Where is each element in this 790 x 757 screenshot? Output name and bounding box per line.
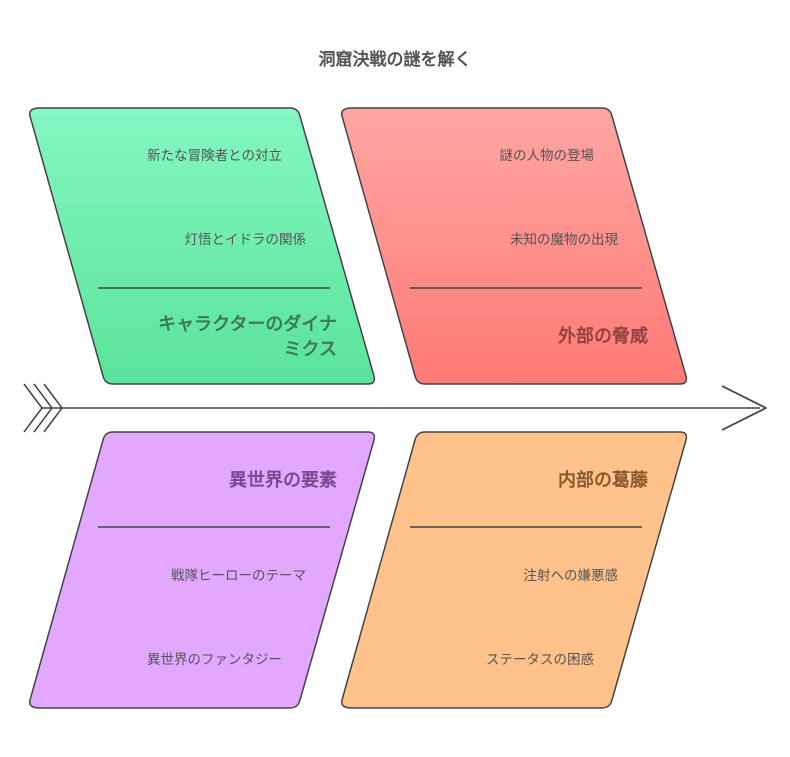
- category-internal-title-line-0: 内部の葛藤: [558, 469, 649, 491]
- category-otherworld: 異世界の要素 戦隊ヒーローのテーマ 異世界のファンタジー: [28, 431, 376, 709]
- diagram-title: 洞窟決戦の謎を解く: [319, 49, 472, 70]
- spine-tail-chevron-1: [23, 383, 43, 433]
- category-character-title-line-1: ミクス: [284, 339, 337, 360]
- category-otherworld-title-line-0: 異世界の要素: [229, 470, 337, 491]
- category-character-box: [28, 107, 376, 385]
- category-otherworld-item-1: 異世界のファンタジー: [147, 652, 282, 668]
- spine-tail-chevron-2: [33, 383, 53, 433]
- spine-tail-chevron-3: [43, 383, 63, 433]
- category-external-title-line-0: 外部の脅威: [558, 325, 648, 347]
- category-internal-box: [340, 431, 688, 709]
- category-external-box: [340, 107, 688, 385]
- category-internal-item-0: 注射への嫌悪感: [524, 567, 619, 584]
- fishbone-spine: [23, 383, 767, 433]
- category-external-item-0: 謎の人物の登場: [500, 148, 595, 164]
- category-internal-item-1: ステータスの困惑: [486, 652, 594, 668]
- category-character: 新たな冒険者との対立 灯悟とイドラの関係 キャラクターのダイナ ミクス: [28, 107, 376, 385]
- category-otherworld-box: [28, 431, 376, 709]
- spine-arrowhead: [721, 385, 767, 431]
- category-external-item-1: 未知の魔物の出現: [510, 231, 618, 248]
- category-character-title-line-0: キャラクターのダイナ: [158, 313, 337, 335]
- category-character-item-1: 灯悟とイドラの関係: [185, 232, 307, 248]
- category-otherworld-item-0: 戦隊ヒーローのテーマ: [171, 568, 306, 584]
- category-external: 謎の人物の登場 未知の魔物の出現 外部の脅威: [340, 107, 688, 385]
- category-character-item-0: 新たな冒険者との対立: [147, 148, 282, 164]
- category-internal: 内部の葛藤 注射への嫌悪感 ステータスの困惑: [340, 431, 688, 709]
